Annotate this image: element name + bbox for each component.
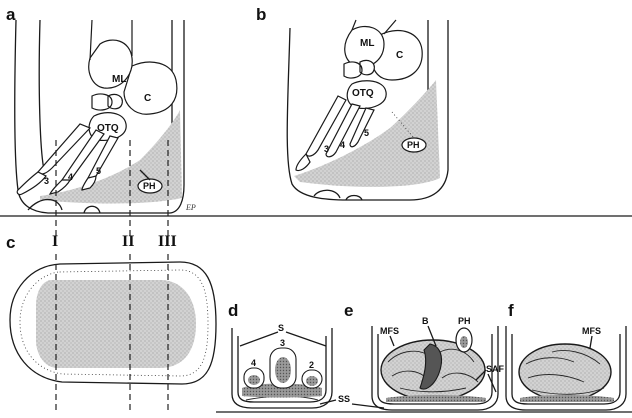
label-ml-b: ML <box>360 38 374 49</box>
label-otq-a: OTQ <box>97 123 119 134</box>
central-bone-e <box>419 343 443 390</box>
toe-5-a <box>81 175 97 191</box>
panel-c: c I II III <box>6 233 217 412</box>
plantar-inner-dotted-c <box>19 269 209 377</box>
foot-inner-outline-a <box>38 19 45 171</box>
foot-outline-b <box>286 20 449 201</box>
s-arrows-d <box>239 331 327 347</box>
pad-dark-e <box>386 395 486 402</box>
talus-b <box>344 25 385 68</box>
label-5-a: 5 <box>96 166 101 176</box>
section-inner-f <box>511 334 621 405</box>
plantar-outline-c <box>9 261 217 385</box>
section-label-i: I <box>52 233 58 250</box>
panel-a: a ML C OTQ PH 3 4 5 EP <box>6 5 196 236</box>
b-leader-e <box>427 325 437 347</box>
tarsal-small-b <box>343 59 375 79</box>
label-ph-e: PH <box>458 316 471 326</box>
digit-core-2-d <box>306 376 318 386</box>
label-4-a: 4 <box>68 172 73 182</box>
tarsal-small-a <box>91 93 123 111</box>
digit-core-4-d <box>248 375 260 385</box>
label-s-d: S <box>278 323 284 333</box>
label-ph-b: PH <box>407 140 420 150</box>
label-mfs-f: MFS <box>582 326 601 336</box>
toe-4-a <box>48 179 71 195</box>
panel-f: f MFS <box>505 301 627 411</box>
label-3-d: 3 <box>280 338 285 348</box>
section-inner-d <box>237 336 327 403</box>
label-ph-a: PH <box>143 181 156 191</box>
tibia-b <box>351 19 397 35</box>
panel-d: d 4 3 2 S SS <box>228 301 385 409</box>
label-saf-e: SAF <box>486 364 505 374</box>
panel-label-a: a <box>6 5 16 24</box>
label-3-b: 3 <box>324 144 329 154</box>
fibers-f <box>525 350 605 395</box>
metatarsal-4-b <box>325 103 361 158</box>
saf-leader-e <box>475 369 497 393</box>
section-inner-e <box>377 334 493 405</box>
fat-pad-f <box>518 343 612 401</box>
pad-dark-f <box>520 395 614 402</box>
calcaneus-a <box>123 61 178 115</box>
section-outline-e <box>371 326 499 411</box>
toe-3-b <box>295 152 311 172</box>
label-otq-b: OTQ <box>352 88 374 99</box>
signature-a: EP <box>185 203 196 212</box>
tibia-a <box>89 19 133 61</box>
ph-leader-a <box>139 169 151 181</box>
panel-label-c: c <box>6 233 15 252</box>
label-ml-a: ML <box>112 74 126 85</box>
toe-3-a <box>16 171 47 196</box>
panel-b: b ML C OTQ PH 3 4 5 <box>256 5 449 201</box>
metatarsal-5-b <box>349 107 375 148</box>
section-label-iii: III <box>158 233 177 250</box>
panel-label-d: d <box>228 301 238 320</box>
mfs-leader-f <box>589 335 593 349</box>
ph-leader-b <box>391 111 415 139</box>
label-3-a: 3 <box>44 176 49 186</box>
sole-line-a <box>27 198 101 214</box>
section-label-ii: II <box>122 233 134 250</box>
panel-label-e: e <box>344 301 353 320</box>
ph-oval-b <box>401 137 427 153</box>
label-c-b: C <box>396 50 403 61</box>
label-2-d: 2 <box>309 360 314 370</box>
panel-label-f: f <box>508 301 514 320</box>
label-mfs-e: MFS <box>380 326 399 336</box>
panel-e: e MFS B PH SAF <box>344 301 505 411</box>
ph-oval-a <box>137 178 163 194</box>
otq-b <box>346 80 387 109</box>
label-ss: SS <box>338 394 350 404</box>
label-b-e: B <box>422 316 429 326</box>
ph-core-e <box>460 336 468 348</box>
label-5-b: 5 <box>364 128 369 138</box>
section-outline-d <box>231 328 333 409</box>
mfs-leader-e <box>389 335 395 347</box>
plantar-pad-c <box>36 280 196 368</box>
sole-line-b <box>313 189 363 201</box>
fibers-e <box>387 348 479 393</box>
fat-pad-b <box>294 80 440 187</box>
pad-dark-d <box>242 383 322 398</box>
label-4-d: 4 <box>251 358 256 368</box>
section-outline-f <box>505 326 627 411</box>
label-c-a: C <box>144 93 151 104</box>
digit-core-3-d <box>275 357 291 383</box>
panel-label-b: b <box>256 5 266 24</box>
metatarsal-3-a <box>37 123 92 175</box>
talus-a <box>88 39 133 89</box>
foot-outline-a <box>14 19 185 214</box>
label-4-b: 4 <box>340 140 345 150</box>
